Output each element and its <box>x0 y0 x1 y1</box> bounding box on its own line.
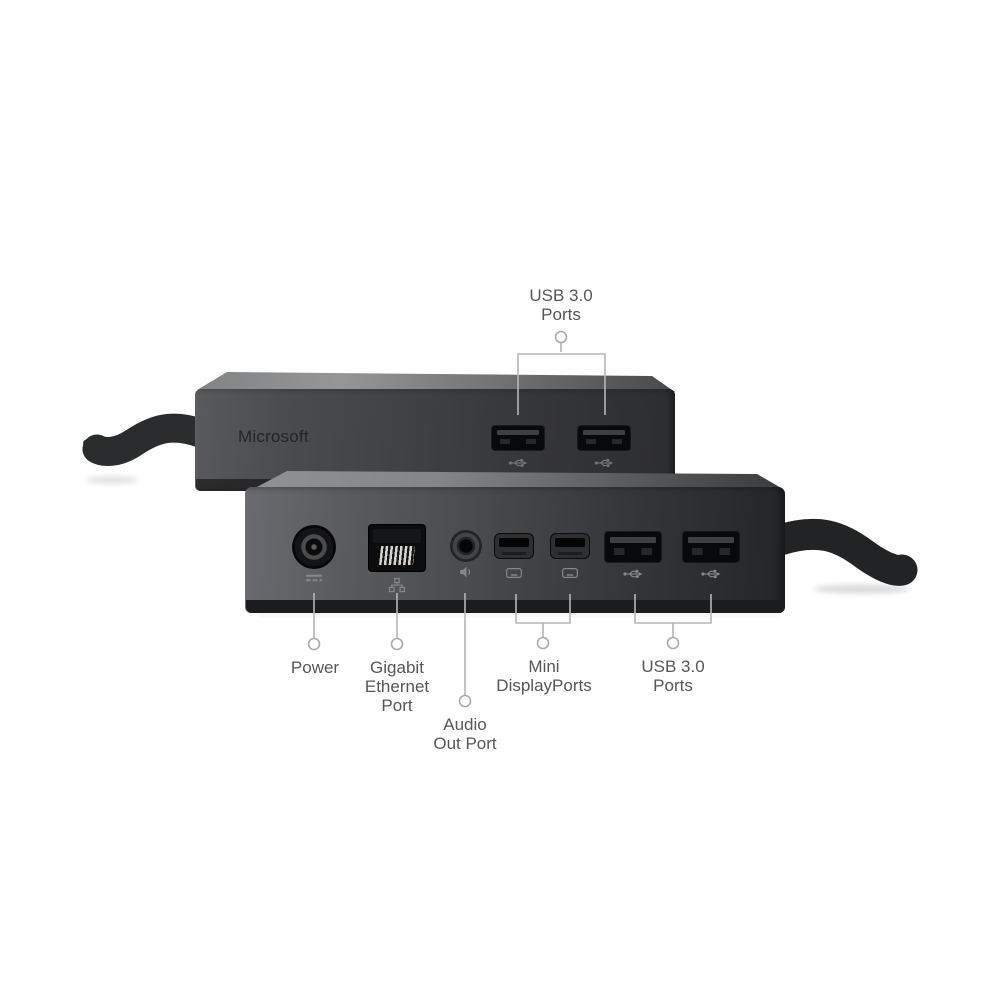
usb-3-port-back-1 <box>605 532 661 562</box>
usb-icon <box>623 568 644 580</box>
callout-line: Gigabit <box>370 658 424 677</box>
ethernet-icon <box>389 578 406 593</box>
power-port <box>292 525 336 569</box>
callout-line: DisplayPorts <box>496 676 592 695</box>
callout-usb-back: USB 3.0 Ports <box>641 657 704 695</box>
callout-line: Port <box>381 696 413 715</box>
microsoft-logo-text: Microsoft <box>238 427 309 446</box>
cable-tip-shadow <box>86 476 138 484</box>
dc-power-icon <box>304 574 324 583</box>
dock-cable-left <box>82 413 215 466</box>
rj45-pins <box>379 546 415 565</box>
speaker-icon <box>459 565 473 579</box>
dock-back-top-face <box>255 471 783 489</box>
callout-line: Mini <box>528 657 560 676</box>
callout-power: Power <box>291 658 339 677</box>
usb-icon <box>594 458 614 469</box>
callout-line: Ethernet <box>364 677 430 696</box>
usb-icon <box>701 568 722 580</box>
mini-displayport-1 <box>495 534 533 558</box>
callout-line: USB 3.0 <box>641 657 705 676</box>
callout-line: Power <box>290 658 340 677</box>
callout-line: Ports <box>541 305 581 324</box>
callout-ethernet: Gigabit Ethernet Port <box>365 658 429 715</box>
callout-mini-displayport: Mini DisplayPorts <box>496 657 591 695</box>
callout-line: Audio <box>443 715 487 734</box>
mini-displayport-2 <box>551 534 589 558</box>
callout-line: Ports <box>653 676 693 695</box>
callout-line: USB 3.0 <box>529 286 593 305</box>
display-icon <box>562 568 579 579</box>
usb-icon <box>508 458 528 469</box>
usb-3-port-back-2 <box>683 532 739 562</box>
dock-cable-right <box>764 518 918 586</box>
callout-usb-front: USB 3.0 Ports <box>529 286 592 324</box>
usb-3-port-front-1 <box>492 426 544 450</box>
gigabit-ethernet-port <box>369 525 425 571</box>
display-icon <box>506 568 523 579</box>
audio-out-port <box>450 530 482 562</box>
callout-line: Out Port <box>433 734 497 753</box>
callout-audio: Audio Out Port <box>433 715 496 753</box>
cable-right-shadow <box>814 584 910 594</box>
usb-3-port-front-2 <box>578 426 630 450</box>
